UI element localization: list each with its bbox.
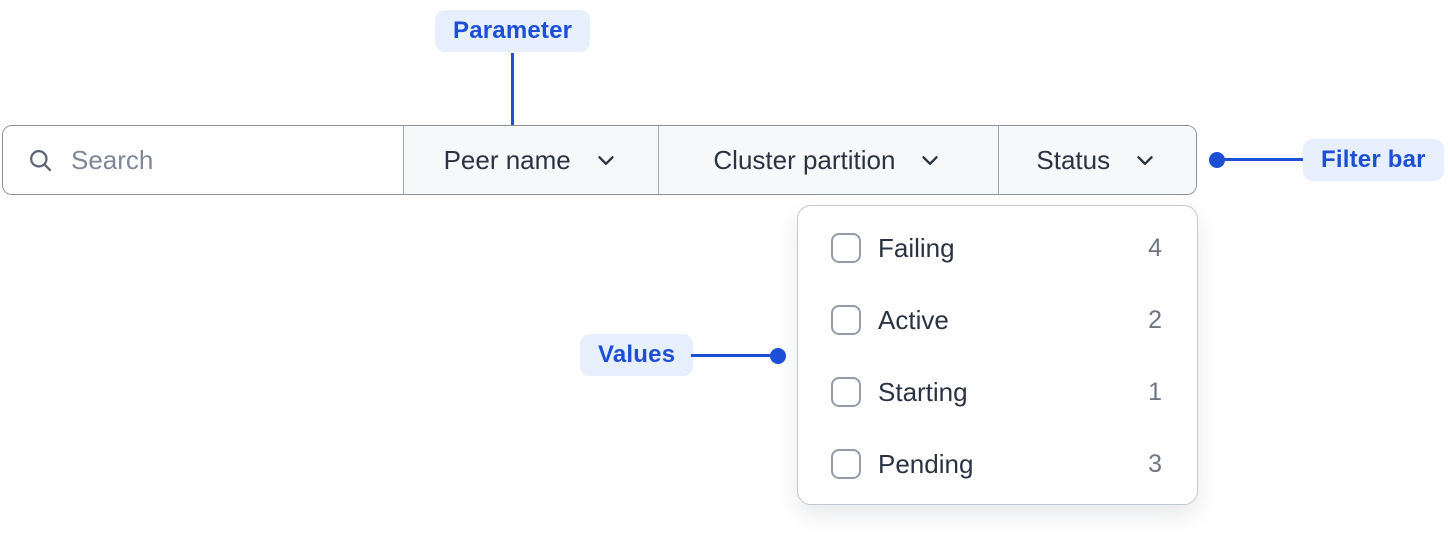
annotation-filter-bar-line [1217,158,1307,161]
checkbox-unchecked[interactable] [831,233,861,263]
filter-param-label: Cluster partition [713,144,896,175]
checkbox-unchecked[interactable] [831,305,861,335]
checkbox-unchecked[interactable] [831,449,861,479]
dropdown-option-count: 4 [1148,233,1162,262]
dropdown-option-active[interactable]: Active 2 [798,284,1197,356]
filter-bar: Peer name Cluster partition Status [2,125,1197,195]
annotation-values-line [691,354,773,357]
chevron-down-icon [1132,147,1158,173]
annotation-parameter-badge: Parameter [435,10,591,52]
annotation-parameter-line [511,53,514,137]
search-icon [27,147,54,174]
dropdown-option-label: Starting [878,376,968,407]
dropdown-option-label: Active [878,304,949,335]
dropdown-option-pending[interactable]: Pending 3 [798,428,1197,500]
dropdown-option-label: Pending [878,448,974,479]
dropdown-option-label: Failing [878,232,955,263]
search-box[interactable] [3,126,403,194]
filter-param-label: Status [1036,144,1111,175]
filter-param-peer-name[interactable]: Peer name [403,126,659,194]
dropdown-option-count: 1 [1148,377,1162,406]
dropdown-option-count: 3 [1148,449,1162,478]
annotation-values-dot [770,348,786,364]
annotation-filter-bar-badge: Filter bar [1303,139,1444,181]
dropdown-option-starting[interactable]: Starting 1 [798,356,1197,428]
filter-param-cluster-partition[interactable]: Cluster partition [658,126,998,194]
filter-param-label: Peer name [443,144,571,175]
search-input[interactable] [71,144,403,176]
chevron-down-icon [593,147,619,173]
dropdown-option-count: 2 [1148,305,1162,334]
annotation-values-badge: Values [580,334,694,376]
dropdown-option-failing[interactable]: Failing 4 [798,212,1197,284]
chevron-down-icon [917,147,943,173]
status-dropdown-panel: Failing 4 Active 2 Starting 1 Pending 3 [797,205,1198,505]
filter-param-status[interactable]: Status [997,126,1196,194]
checkbox-unchecked[interactable] [831,377,861,407]
